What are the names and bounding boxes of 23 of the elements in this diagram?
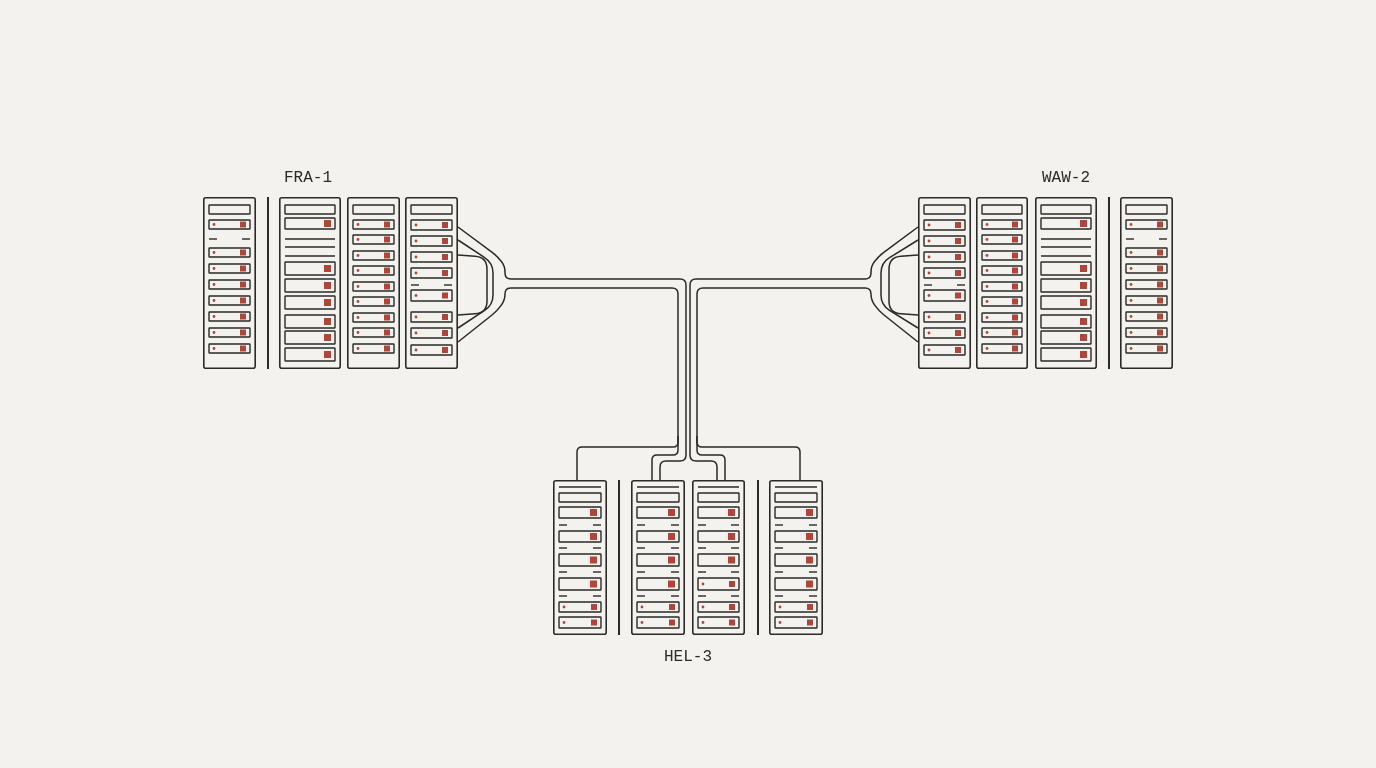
- server-rack: [1035, 197, 1097, 369]
- cable-loop: [888, 254, 919, 316]
- cable-line: [696, 287, 919, 437]
- cluster-label: WAW-2: [1042, 168, 1090, 188]
- server-rack: [976, 197, 1028, 369]
- server-rack: [553, 480, 607, 635]
- cluster-label: FRA-1: [284, 168, 332, 188]
- cable-line: [457, 226, 687, 481]
- cable-line: [696, 435, 801, 481]
- server-rack: [1120, 197, 1173, 369]
- cluster-label: HEL-3: [664, 647, 712, 667]
- server-rack: [405, 197, 458, 369]
- server-rack: [347, 197, 400, 369]
- server-rack: [279, 197, 341, 369]
- server-rack: [203, 197, 256, 369]
- cable-loop: [457, 239, 494, 329]
- server-rack: [769, 480, 823, 635]
- server-rack: [918, 197, 971, 369]
- server-rack: [631, 480, 685, 635]
- server-rack: [692, 480, 745, 635]
- cable-line: [689, 226, 919, 481]
- cable-loop: [880, 239, 919, 329]
- cable-loop: [457, 254, 488, 316]
